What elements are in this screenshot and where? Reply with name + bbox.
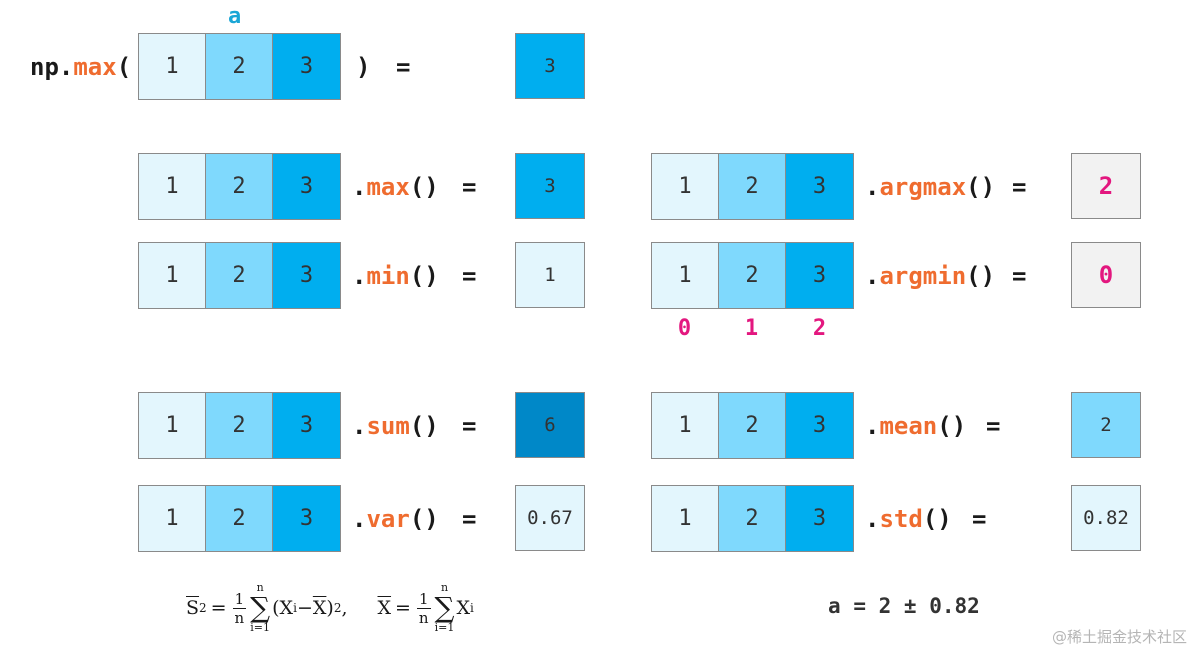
argmax-method: .argmax()	[865, 173, 996, 201]
array-cell: 1	[652, 486, 719, 551]
array-cell: 1	[139, 154, 206, 219]
std-result: 0.82	[1071, 485, 1141, 551]
array-cell: 3	[273, 34, 340, 99]
array-cell: 1	[652, 243, 719, 308]
array-cell: 3	[786, 393, 853, 458]
array-cell: 2	[206, 393, 273, 458]
array-cell: 1	[652, 154, 719, 219]
index-label: 2	[812, 316, 827, 341]
var-method: .var()	[352, 505, 439, 533]
argmin-equals: =	[1012, 262, 1027, 290]
np-max-result: 3	[515, 33, 585, 99]
array-cell: 2	[206, 486, 273, 551]
array-cell: 2	[206, 154, 273, 219]
np-max-equals: =	[396, 53, 411, 81]
array-cell: 1	[139, 393, 206, 458]
std-method: .std()	[865, 505, 952, 533]
array-cell: 1	[139, 486, 206, 551]
index-label: 0	[677, 316, 692, 341]
sum-method: .sum()	[352, 412, 439, 440]
array-cell: 2	[719, 393, 786, 458]
array-cell: 3	[273, 393, 340, 458]
sum-equals: =	[462, 412, 477, 440]
array-cell: 3	[786, 154, 853, 219]
std-equals: =	[972, 505, 987, 533]
array-a-max: 1 2 3	[138, 153, 341, 220]
index-label: 1	[744, 316, 759, 341]
argmax-equals: =	[1012, 173, 1027, 201]
array-cell: 2	[719, 486, 786, 551]
array-cell: 3	[273, 486, 340, 551]
array-a-std: 1 2 3	[651, 485, 854, 552]
argmin-result: 0	[1071, 242, 1141, 308]
array-cell: 2	[206, 243, 273, 308]
max-result: 3	[515, 153, 585, 219]
argmin-method: .argmin()	[865, 262, 996, 290]
var-result: 0.67	[515, 485, 585, 551]
mean-result: 2	[1071, 392, 1141, 458]
array-cell: 1	[139, 243, 206, 308]
watermark: @稀土掘金技术社区	[1051, 628, 1187, 646]
array-a-argmax: 1 2 3	[651, 153, 854, 220]
array-label: a	[228, 4, 242, 29]
mean-equals: =	[986, 412, 1001, 440]
array-cell: 2	[206, 34, 273, 99]
array-cell: 1	[139, 34, 206, 99]
array-a-var: 1 2 3	[138, 485, 341, 552]
summary-expression: a = 2 ± 0.82	[828, 594, 980, 618]
mean-method: .mean()	[865, 412, 967, 440]
array-cell: 2	[719, 243, 786, 308]
np-max-expression: np.max(	[30, 53, 132, 81]
min-equals: =	[462, 262, 477, 290]
np-max-close: )	[356, 53, 371, 81]
array-a-mean: 1 2 3	[651, 392, 854, 459]
array-a-min: 1 2 3	[138, 242, 341, 309]
array-cell: 3	[786, 486, 853, 551]
min-result: 1	[515, 242, 585, 308]
max-method: .max()	[352, 173, 439, 201]
array-a-top: 1 2 3	[138, 33, 341, 100]
array-a-argmin: 1 2 3	[651, 242, 854, 309]
var-equals: =	[462, 505, 477, 533]
min-method: .min()	[352, 262, 439, 290]
array-a-sum: 1 2 3	[138, 392, 341, 459]
array-cell: 3	[273, 154, 340, 219]
array-cell: 3	[273, 243, 340, 308]
array-cell: 3	[786, 243, 853, 308]
argmax-result: 2	[1071, 153, 1141, 219]
array-cell: 1	[652, 393, 719, 458]
max-equals: =	[462, 173, 477, 201]
array-cell: 2	[719, 154, 786, 219]
sum-result: 6	[515, 392, 585, 458]
